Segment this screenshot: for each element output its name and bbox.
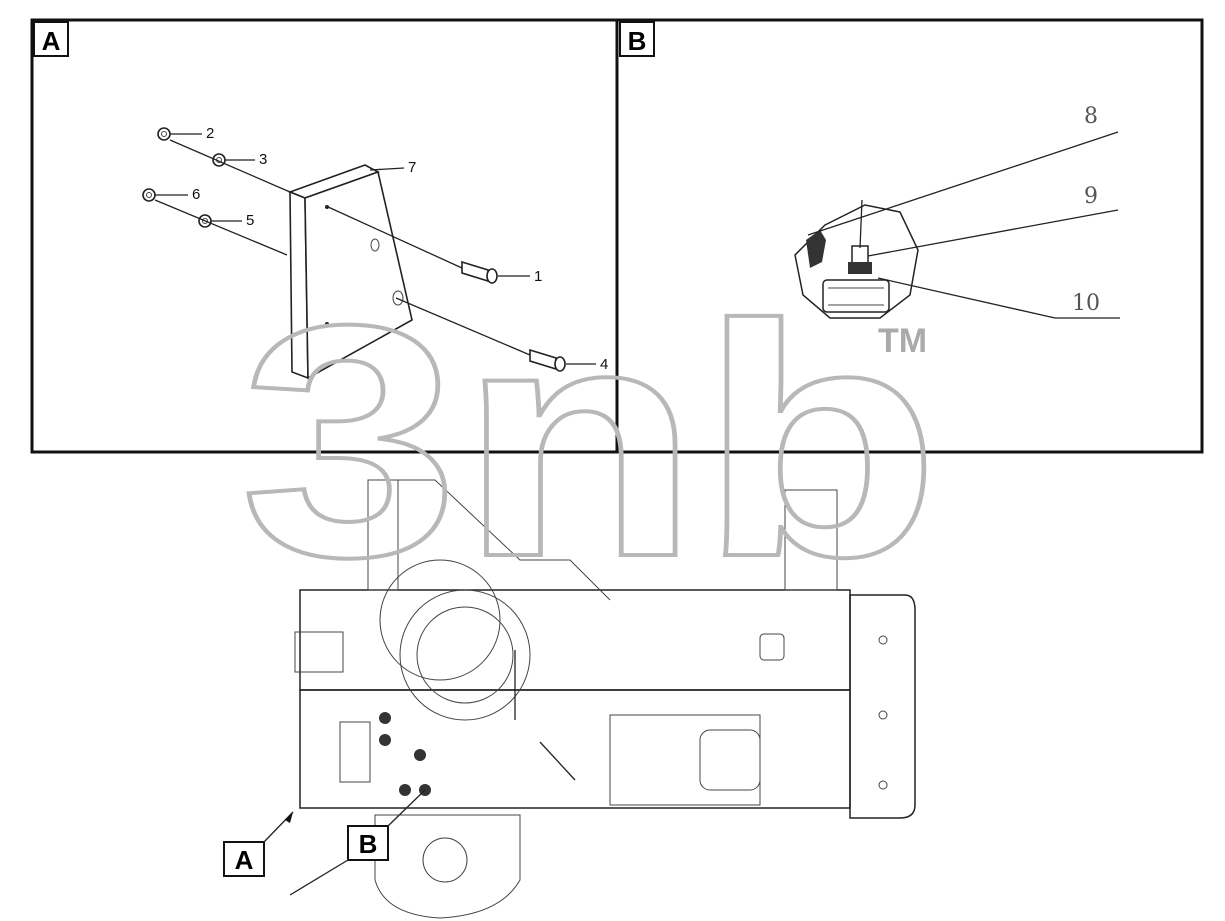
callout-8: 8 [1084,104,1098,129]
overview-tag-a: A [223,811,294,877]
panel-b: B 8 9 10 [615,18,1204,454]
panel-a-tag: A [42,26,61,56]
nut-6 [142,188,156,202]
panel-a: A [30,18,619,454]
watermark: 3nb TM [238,254,942,627]
svg-text:A: A [235,845,254,875]
callout-3: 3 [259,151,267,168]
callout-6: 6 [192,186,200,203]
frame-assembly [294,479,916,919]
svg-text:B: B [359,829,378,859]
clip-part [806,230,826,268]
overview-tag-b: B [289,789,426,896]
panel-b-tag: B [628,26,647,56]
bolt-1 [461,260,498,284]
watermark-logo: 3nb [240,256,940,625]
callout-10: 10 [1072,291,1100,316]
bolt-4 [529,348,566,372]
callout-1: 1 [534,268,542,285]
callout-4: 4 [600,356,608,373]
callout-7: 7 [408,159,416,176]
trademark-mark: TM [878,322,927,360]
nut-2 [157,127,171,141]
callout-2: 2 [206,125,214,142]
callout-5: 5 [246,212,254,229]
callout-9: 9 [1084,184,1098,209]
bracket-part [287,164,413,380]
